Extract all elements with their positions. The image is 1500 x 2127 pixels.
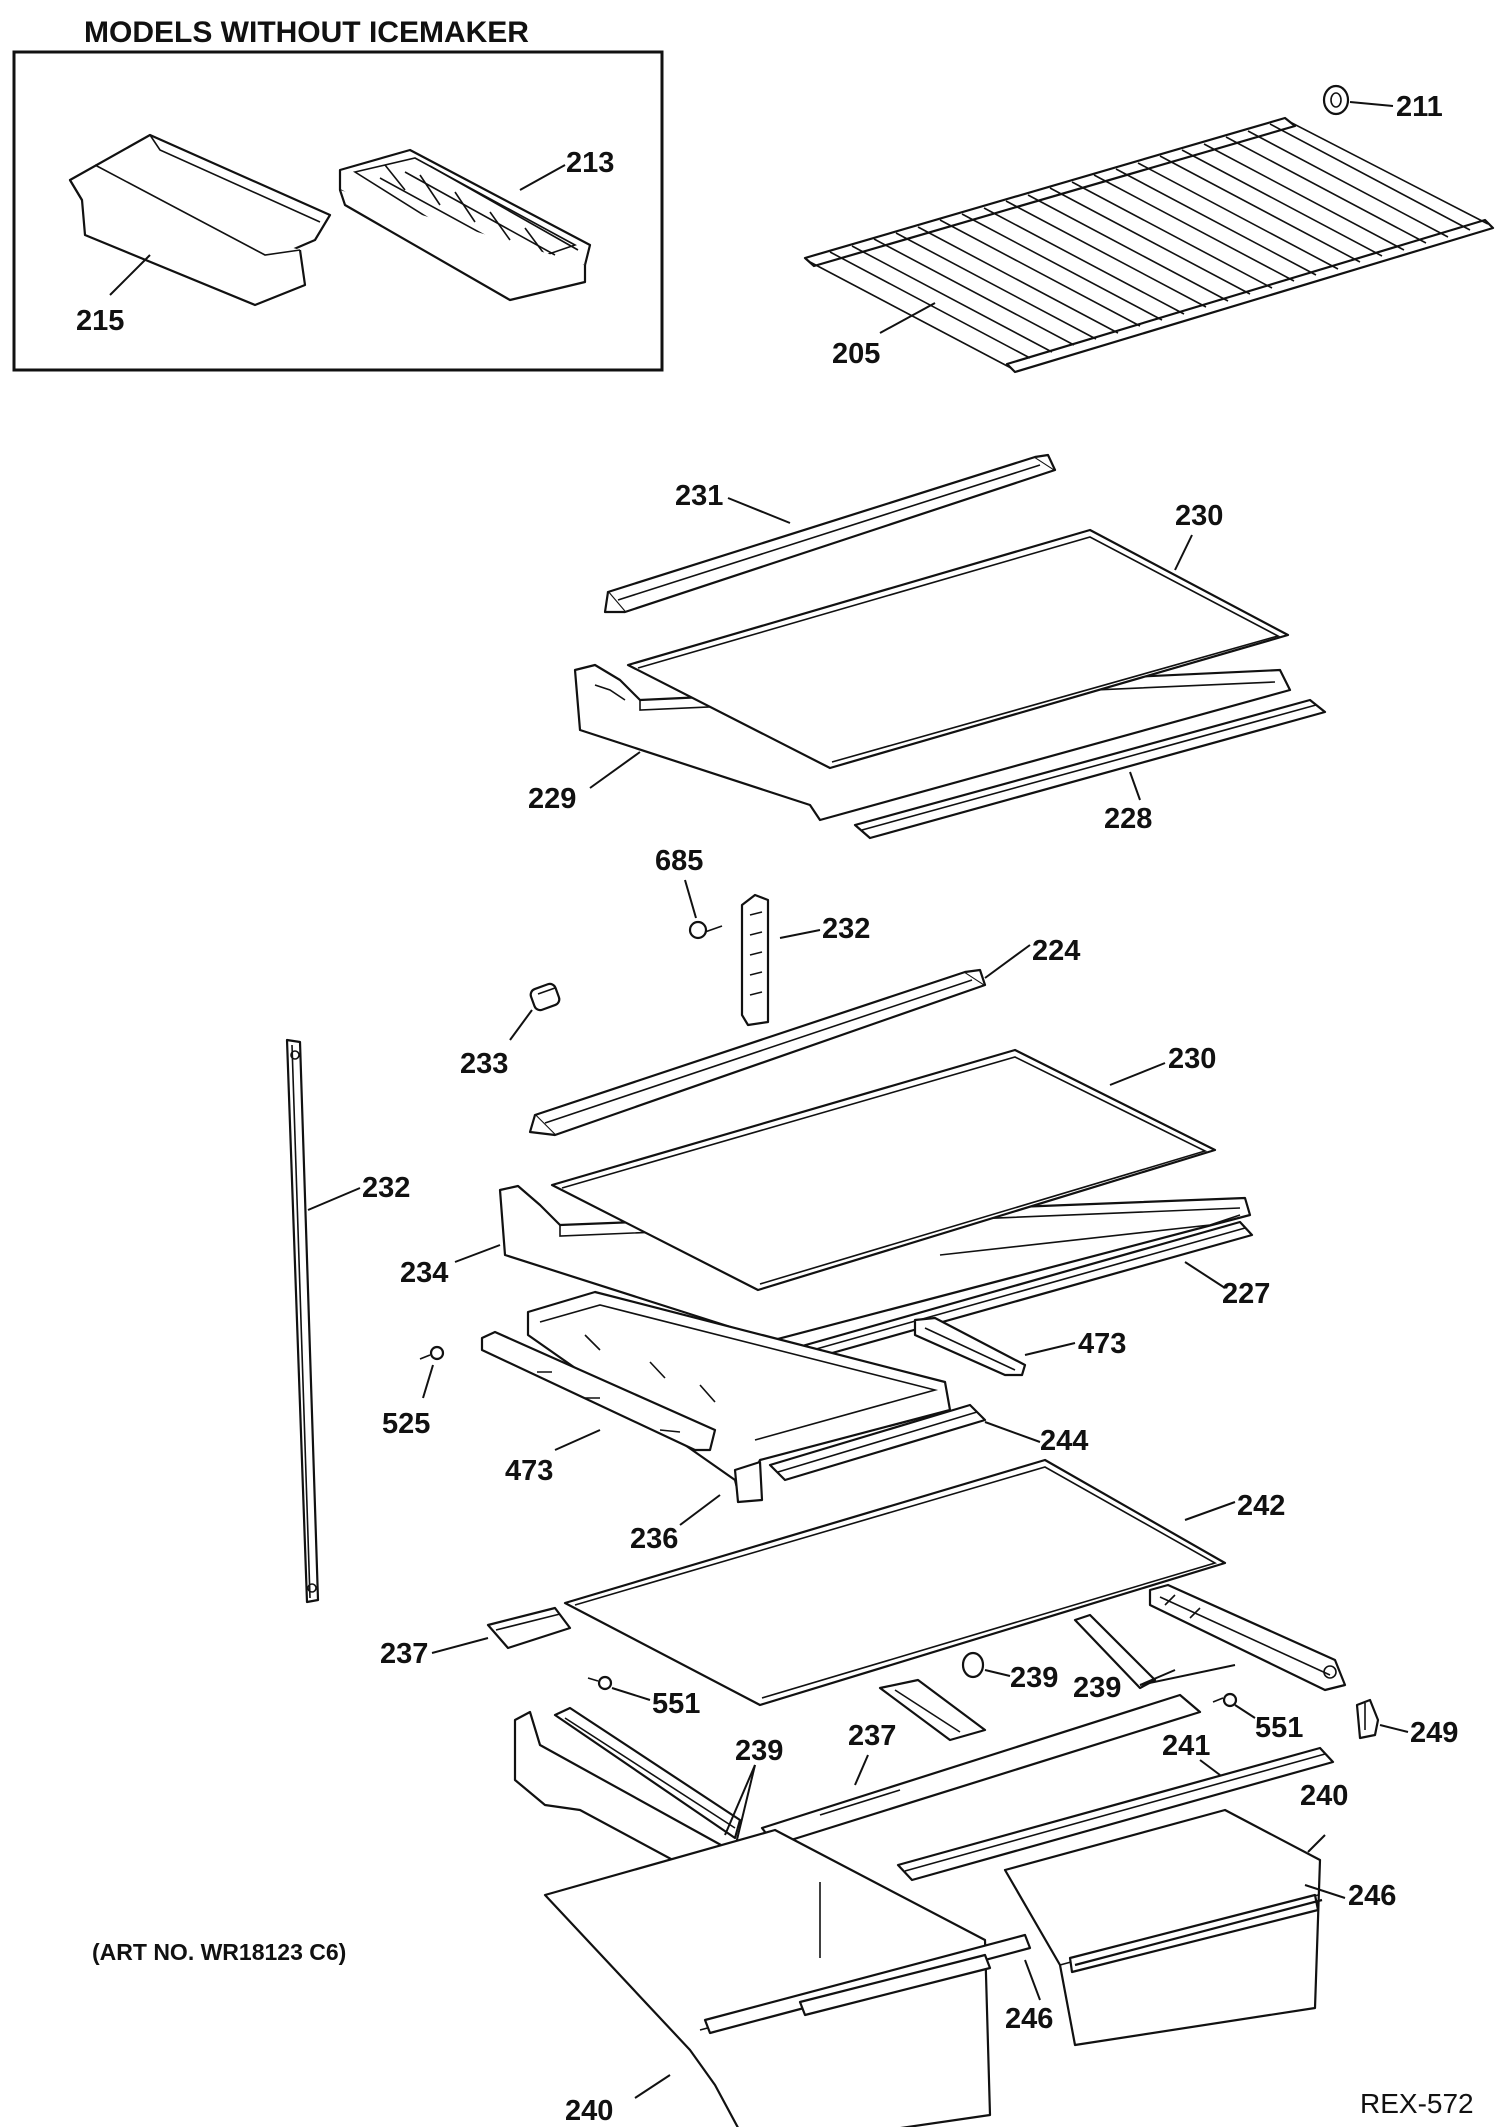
art-number: (ART NO. WR18123 C6) bbox=[92, 1939, 346, 1965]
drawing-code: REX-572 bbox=[1360, 2088, 1474, 2119]
part-205-wire-shelf bbox=[803, 116, 1495, 374]
part-right-drawer-guide bbox=[1148, 1583, 1347, 1692]
label-551-right: 551 bbox=[1255, 1712, 1303, 1744]
label-227: 227 bbox=[1222, 1278, 1270, 1310]
part-525-screw bbox=[419, 1345, 445, 1361]
label-230-middle: 230 bbox=[1168, 1043, 1216, 1075]
upper-shelf-assembly bbox=[573, 453, 1327, 840]
label-244: 244 bbox=[1040, 1425, 1088, 1457]
label-551-left: 551 bbox=[652, 1688, 700, 1720]
part-lower-left-support bbox=[513, 1706, 742, 1882]
label-224: 224 bbox=[1032, 935, 1080, 967]
label-240-lower: 240 bbox=[565, 2095, 613, 2127]
part-239-center-rollers bbox=[878, 1651, 987, 1742]
label-232-upper: 232 bbox=[822, 913, 870, 945]
part-249-cam bbox=[1355, 1698, 1380, 1740]
label-205: 205 bbox=[832, 338, 880, 370]
part-211-cap bbox=[1322, 84, 1350, 116]
part-551-screw-left bbox=[587, 1675, 613, 1691]
label-232-side: 232 bbox=[362, 1172, 410, 1204]
part-239-slide-pad bbox=[1073, 1613, 1157, 1690]
part-237-left-bracket bbox=[486, 1606, 572, 1650]
label-237-center: 237 bbox=[848, 1720, 896, 1752]
middle-shelf-assembly bbox=[498, 968, 1254, 1364]
part-241-trim bbox=[896, 1746, 1335, 1882]
part-215-ice-bin bbox=[68, 133, 332, 307]
label-211: 211 bbox=[1396, 91, 1443, 123]
label-473-right: 473 bbox=[1078, 1328, 1126, 1360]
label-237-left: 237 bbox=[380, 1638, 428, 1670]
part-551-screw-right bbox=[1212, 1692, 1238, 1708]
part-473-slide-left bbox=[480, 1330, 717, 1452]
part-213-ice-tray bbox=[338, 148, 592, 302]
part-240-drawer-left bbox=[543, 1828, 1032, 2127]
label-473-left: 473 bbox=[505, 1455, 553, 1487]
label-230-upper: 230 bbox=[1175, 500, 1223, 532]
part-473-slide-right bbox=[913, 1316, 1027, 1377]
label-234: 234 bbox=[400, 1257, 448, 1289]
label-525: 525 bbox=[382, 1408, 430, 1440]
part-244-trim bbox=[768, 1403, 987, 1482]
part-233-clip bbox=[529, 982, 561, 1012]
label-241: 241 bbox=[1162, 1730, 1210, 1762]
label-239-center: 239 bbox=[1010, 1662, 1058, 1694]
label-249: 249 bbox=[1410, 1717, 1458, 1749]
icemaker-inset: MODELS WITHOUT ICEMAKER 213 215 bbox=[12, 16, 664, 372]
part-232-upper-bracket bbox=[740, 893, 770, 1027]
part-685-screw bbox=[688, 920, 723, 940]
label-228: 228 bbox=[1104, 803, 1152, 835]
label-236: 236 bbox=[630, 1523, 678, 1555]
label-239-lower: 239 bbox=[735, 1735, 783, 1767]
label-231: 231 bbox=[675, 480, 723, 512]
inset-title: MODELS WITHOUT ICEMAKER bbox=[84, 16, 529, 49]
label-239-right: 239 bbox=[1073, 1672, 1121, 1704]
part-242-glass bbox=[563, 1458, 1227, 1707]
part-240-drawer-right bbox=[1003, 1808, 1323, 2047]
label-242: 242 bbox=[1237, 1490, 1285, 1522]
part-232-side-rail bbox=[285, 1038, 320, 1604]
label-229: 229 bbox=[528, 783, 576, 815]
label-246-left: 246 bbox=[1005, 2003, 1053, 2035]
label-215: 215 bbox=[76, 305, 124, 337]
label-213: 213 bbox=[566, 147, 614, 179]
part-237-center-bracket bbox=[760, 1693, 1202, 1847]
label-685: 685 bbox=[655, 845, 703, 877]
label-240-upper: 240 bbox=[1300, 1780, 1348, 1812]
label-246-right: 246 bbox=[1348, 1880, 1396, 1912]
label-233: 233 bbox=[460, 1048, 508, 1080]
